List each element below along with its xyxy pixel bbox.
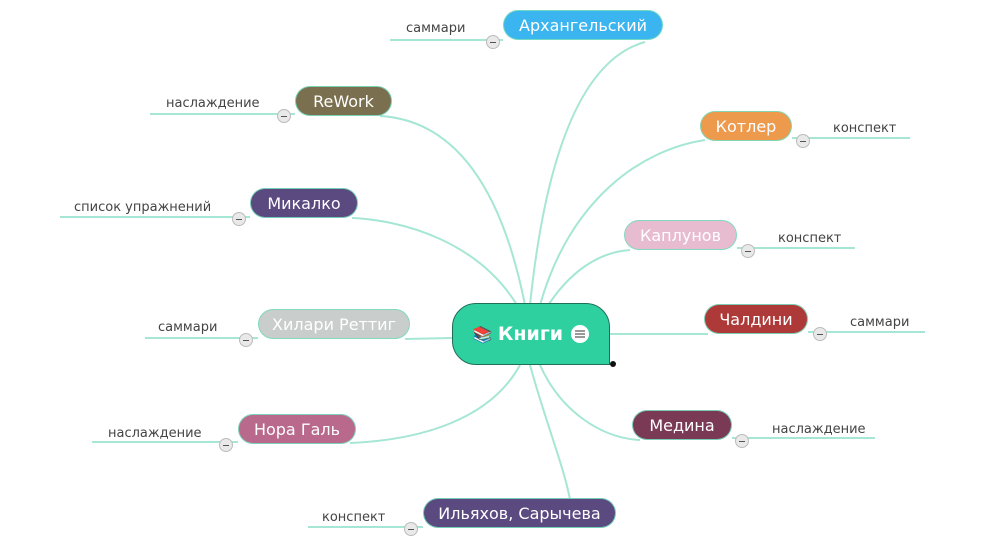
note-label: наслаждение <box>108 426 202 441</box>
collapse-button[interactable] <box>735 434 749 448</box>
collapse-button[interactable] <box>404 522 418 536</box>
collapse-button[interactable] <box>796 134 810 148</box>
topic-kotler[interactable]: Котлер <box>700 111 792 141</box>
note-label: конспект <box>322 510 386 525</box>
collapse-button[interactable] <box>741 244 755 258</box>
books-icon: 📚 <box>472 324 493 344</box>
root-label: Книги <box>497 323 564 345</box>
note-label: саммари <box>158 320 218 335</box>
topic-medina[interactable]: Медина <box>632 410 732 440</box>
collapse-button[interactable] <box>239 333 253 347</box>
collapse-button[interactable] <box>232 212 246 226</box>
topic-hilary-rettig[interactable]: Хилари Реттиг <box>258 309 410 339</box>
note-label: список упражнений <box>74 200 212 215</box>
collapse-button[interactable] <box>277 109 291 123</box>
topic-chaldini[interactable]: Чалдини <box>704 304 808 334</box>
note-label: наслаждение <box>166 96 260 111</box>
resize-handle[interactable] <box>610 361 616 367</box>
topic-arkhangelsky[interactable]: Архангельский <box>503 10 663 40</box>
collapse-button[interactable] <box>813 327 827 341</box>
topic-mikalko[interactable]: Микалко <box>250 188 358 218</box>
collapse-button[interactable] <box>219 438 233 452</box>
topic-kaplunov[interactable]: Каплунов <box>624 220 737 250</box>
note-label: саммари <box>406 21 466 36</box>
note-label: наслаждение <box>772 422 866 437</box>
note-label: конспект <box>778 231 842 246</box>
topic-rework[interactable]: ReWork <box>295 86 392 116</box>
note-label: саммари <box>850 315 910 330</box>
root-node[interactable]: 📚 Книги <box>452 303 610 365</box>
topic-nora-gal[interactable]: Нора Галь <box>238 414 356 444</box>
topic-ilyakhov-sarycheva[interactable]: Ильяхов, Сарычева <box>423 498 616 528</box>
note-label: конспект <box>833 121 897 136</box>
menu-icon[interactable] <box>571 325 590 343</box>
collapse-button[interactable] <box>486 35 500 49</box>
